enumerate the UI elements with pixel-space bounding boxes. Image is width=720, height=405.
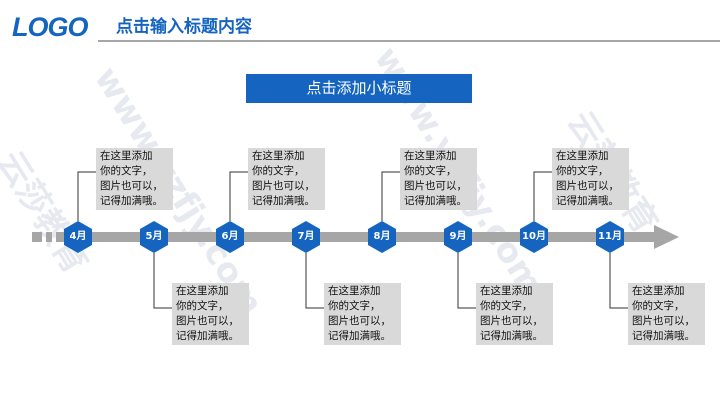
month-label: 8月 <box>373 231 391 242</box>
month-hexagon-icon <box>368 221 396 253</box>
note-text-line: 在这里添加 <box>632 285 685 297</box>
note-text-line: 记得加满哦。 <box>176 330 239 342</box>
note-text-line: 图片也可以， <box>632 315 695 327</box>
note-text-line: 记得加满哦。 <box>100 195 163 207</box>
month-label: 6月 <box>221 231 239 242</box>
note-text-line: 你的文字， <box>404 165 457 177</box>
note-text-line: 你的文字， <box>328 300 381 312</box>
note-text-line: 在这里添加 <box>176 285 229 297</box>
note-text-line: 图片也可以， <box>100 180 163 192</box>
timeline-note: 在这里添加你的文字， 图片也可以， 记得加满哦。 <box>476 283 553 345</box>
note-text-line: 你的文字， <box>100 165 153 177</box>
month-label: 5月 <box>145 231 163 242</box>
note-text-line: 记得加满哦。 <box>328 330 391 342</box>
month-hexagon-icon <box>596 221 624 253</box>
note-text-line: 在这里添加 <box>100 150 153 162</box>
month-label: 4月 <box>69 231 87 242</box>
note-connector-line <box>609 253 628 309</box>
note-connectors <box>77 171 628 309</box>
note-text-line: 在这里添加 <box>404 150 457 162</box>
note-text-line: 在这里添加 <box>252 150 305 162</box>
timeline-note: 在这里添加你的文字， 图片也可以， 记得加满哦。 <box>628 283 705 345</box>
timeline-note: 在这里添加你的文字， 图片也可以， 记得加满哦。 <box>172 283 249 345</box>
note-text-line: 图片也可以， <box>556 180 619 192</box>
timeline-note: 在这里添加你的文字， 图片也可以， 记得加满哦。 <box>96 148 173 210</box>
note-text-line: 图片也可以， <box>480 315 543 327</box>
month-hexagon-icon <box>520 221 548 253</box>
month-label: 10月 <box>522 231 546 242</box>
month-hexagon-icon <box>444 221 472 253</box>
note-connector-line <box>153 253 172 309</box>
note-text-line: 记得加满哦。 <box>480 330 543 342</box>
note-text-line: 记得加满哦。 <box>404 195 467 207</box>
note-connector-line <box>305 253 324 309</box>
note-text-line: 在这里添加 <box>480 285 533 297</box>
note-connector-line <box>229 171 248 221</box>
note-connector-line <box>77 171 96 221</box>
timeline-note: 在这里添加你的文字， 图片也可以， 记得加满哦。 <box>552 148 629 210</box>
month-hexagon-icon <box>64 221 92 253</box>
note-text-line: 图片也可以， <box>404 180 467 192</box>
note-text-line: 图片也可以， <box>328 315 391 327</box>
note-text-line: 在这里添加 <box>328 285 381 297</box>
month-label: 9月 <box>449 231 467 242</box>
timeline-note: 在这里添加你的文字， 图片也可以， 记得加满哦。 <box>248 148 325 210</box>
note-text-line: 图片也可以， <box>252 180 315 192</box>
header-divider <box>98 40 720 42</box>
note-text-line: 图片也可以， <box>176 315 239 327</box>
note-text-line: 你的文字， <box>176 300 229 312</box>
timeline-note: 在这里添加你的文字， 图片也可以， 记得加满哦。 <box>324 283 401 345</box>
note-text-line: 在这里添加 <box>556 150 609 162</box>
note-connector-line <box>457 253 476 309</box>
note-connector-line <box>533 171 552 221</box>
note-text-line: 记得加满哦。 <box>556 195 619 207</box>
month-hexagon-icon <box>292 221 320 253</box>
month-label: 11月 <box>598 231 622 242</box>
month-hexagon-icon <box>140 221 168 253</box>
note-text-line: 记得加满哦。 <box>632 330 695 342</box>
timeline-note: 在这里添加你的文字， 图片也可以， 记得加满哦。 <box>400 148 477 210</box>
note-text-line: 记得加满哦。 <box>252 195 315 207</box>
logo: LOGO <box>12 12 88 42</box>
note-text-line: 你的文字， <box>632 300 685 312</box>
month-hexagon-icon <box>216 221 244 253</box>
note-text-line: 你的文字， <box>252 165 305 177</box>
timeline-arrow <box>32 225 679 249</box>
note-text-line: 你的文字， <box>480 300 533 312</box>
subtitle-banner: 点击添加小标题 <box>246 74 472 103</box>
page-title: 点击输入标题内容 <box>116 17 252 37</box>
note-connector-line <box>381 171 400 221</box>
month-label: 7月 <box>297 231 315 242</box>
note-text-line: 你的文字， <box>556 165 609 177</box>
